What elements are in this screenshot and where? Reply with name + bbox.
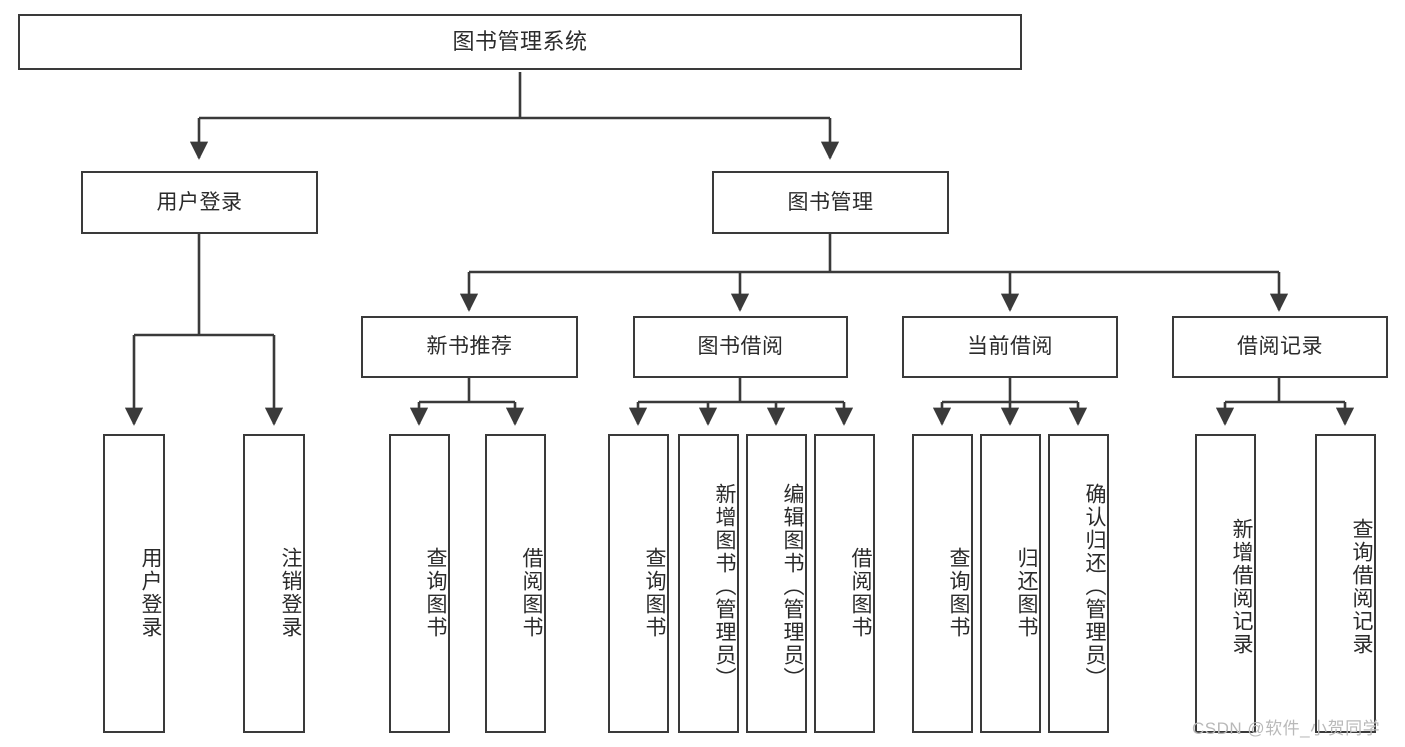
node-label: 借阅图书 <box>520 546 543 639</box>
leaf-logout[interactable]: 注销登录 <box>243 434 305 733</box>
leaf-user-login[interactable]: 用户登录 <box>103 434 165 733</box>
node-label: 新增图书（管理员） <box>713 483 736 690</box>
node-book-management[interactable]: 图书管理 <box>712 171 949 234</box>
node-borrow-record[interactable]: 借阅记录 <box>1172 316 1388 378</box>
node-label: 图书管理 <box>787 190 874 214</box>
leaf-add-borrow-record[interactable]: 新增借阅记录 <box>1195 434 1256 733</box>
leaf-borrow-book-new[interactable]: 借阅图书 <box>485 434 546 733</box>
leaf-query-borrow-record[interactable]: 查询借阅记录 <box>1315 434 1376 733</box>
watermark: CSDN @软件_小贺同学 <box>1192 719 1381 738</box>
node-label: 查询借阅记录 <box>1350 517 1373 656</box>
node-label: 用户登录 <box>139 546 162 639</box>
node-user-login[interactable]: 用户登录 <box>81 171 318 234</box>
node-label: 注销登录 <box>279 546 302 639</box>
leaf-borrow-book[interactable]: 借阅图书 <box>814 434 875 733</box>
node-label: 新书推荐 <box>426 335 513 359</box>
node-label: 查询图书 <box>947 546 970 639</box>
node-new-book-recommend[interactable]: 新书推荐 <box>361 316 578 378</box>
node-current-borrow[interactable]: 当前借阅 <box>902 316 1118 378</box>
node-label: 查询图书 <box>643 546 666 639</box>
leaf-query-book-new[interactable]: 查询图书 <box>389 434 450 733</box>
leaf-confirm-return-admin[interactable]: 确认归还（管理员） <box>1048 434 1109 733</box>
node-label: 编辑图书（管理员） <box>781 483 804 690</box>
node-root-system[interactable]: 图书管理系统 <box>18 14 1022 70</box>
leaf-edit-book-admin[interactable]: 编辑图书（管理员） <box>746 434 807 733</box>
leaf-query-book-current[interactable]: 查询图书 <box>912 434 973 733</box>
node-label: 图书管理系统 <box>452 28 588 54</box>
node-label: 用户登录 <box>156 190 243 214</box>
leaf-return-book[interactable]: 归还图书 <box>980 434 1041 733</box>
node-label: 新增借阅记录 <box>1230 517 1253 656</box>
node-label: 图书借阅 <box>697 335 784 359</box>
node-label: 归还图书 <box>1015 546 1038 639</box>
node-label: 借阅记录 <box>1237 335 1323 359</box>
node-label: 确认归还（管理员） <box>1083 483 1106 690</box>
node-label: 当前借阅 <box>967 335 1053 359</box>
leaf-query-book-borrow[interactable]: 查询图书 <box>608 434 669 733</box>
leaf-add-book-admin[interactable]: 新增图书（管理员） <box>678 434 739 733</box>
node-label: 查询图书 <box>424 546 447 639</box>
node-book-borrow[interactable]: 图书借阅 <box>633 316 848 378</box>
node-label: 借阅图书 <box>849 546 872 639</box>
